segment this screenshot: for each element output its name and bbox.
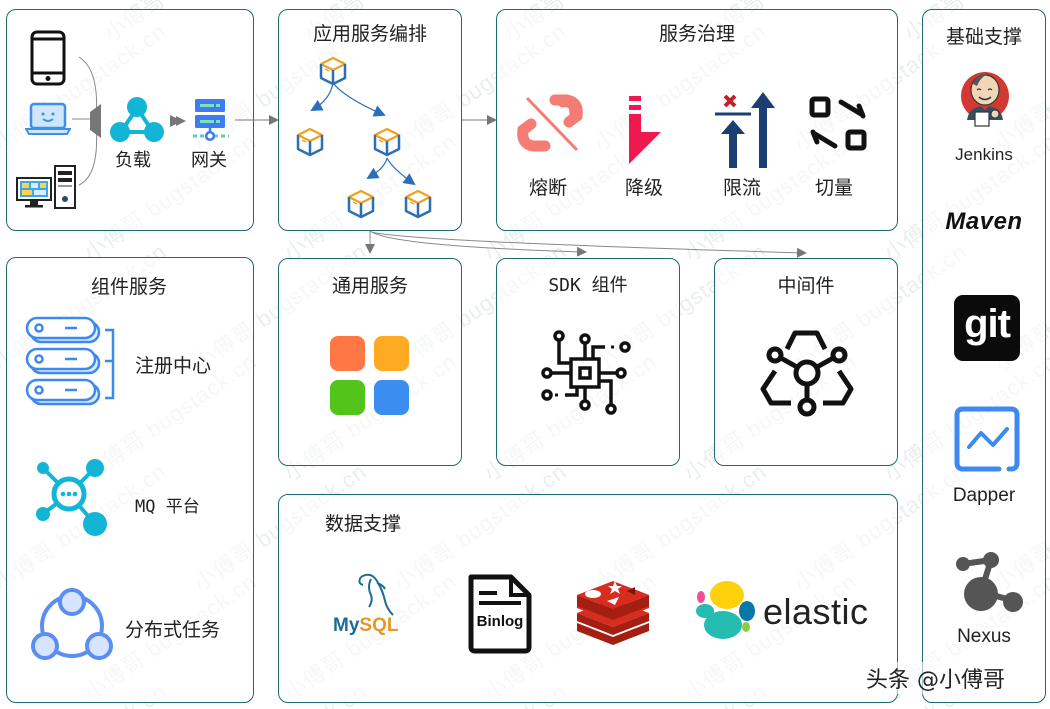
server-stack-icon xyxy=(25,316,125,412)
elastic-wordmark: elastic xyxy=(763,591,869,632)
git-logo-icon: git xyxy=(954,295,1020,361)
infra-title: 基础支撑 xyxy=(945,26,1022,48)
jenkins-logo-icon xyxy=(959,68,1011,130)
governance-label-fuse: 熔断 xyxy=(529,177,568,199)
data-support-title: 数据支撑 xyxy=(325,513,402,535)
middleware-hub-icon xyxy=(759,327,855,423)
components-title: 组件服务 xyxy=(90,276,167,298)
downgrade-arrow-icon xyxy=(625,94,665,166)
load-balancer-icon xyxy=(109,96,165,144)
grid-tile-yellow xyxy=(374,336,409,371)
components-label-registry: 注册中心 xyxy=(135,355,212,377)
mysql-logo-icon: MySQL xyxy=(331,571,421,643)
binlog-label: Binlog xyxy=(476,613,524,630)
mysql-sql-text: SQL xyxy=(359,615,399,636)
governance-label-degrade: 降级 xyxy=(625,177,664,199)
chip-circuit-icon xyxy=(541,329,633,419)
infra-label-jenkins: Jenkins xyxy=(955,145,1013,164)
grid-tile-green xyxy=(330,380,365,415)
mq-label-text: MQ 平台 xyxy=(135,497,200,517)
load-balancer-label: 负载 xyxy=(115,150,151,171)
mobile-phone-icon xyxy=(29,30,67,86)
sdk-components-title: SDK 组件 xyxy=(548,275,628,296)
common-services-title: 通用服务 xyxy=(331,275,408,297)
broken-link-icon xyxy=(517,90,583,156)
binlog-file-icon: Binlog xyxy=(465,571,537,655)
grid-tile-blue xyxy=(374,380,409,415)
sdk-components-box: SDK 组件 xyxy=(496,258,680,466)
governance-title: 服务治理 xyxy=(658,23,735,45)
infra-box: 基础支撑 Jenkins Maven git Dapper xyxy=(922,9,1046,703)
laptop-icon xyxy=(25,102,71,136)
components-label-mq: MQ 平台 xyxy=(135,492,200,517)
message-queue-icon xyxy=(33,454,109,538)
entry-box: 负载 网关 xyxy=(6,9,254,231)
infra-label-dapper: Dapper xyxy=(952,485,1016,506)
data-support-box: 数据支撑 MySQL Binlog xyxy=(278,494,898,703)
credit-text: 头条 @小傅哥 xyxy=(866,662,1005,694)
mysql-wordmark: MySQL xyxy=(333,615,398,637)
components-box: 组件服务 注册中心 xyxy=(6,257,254,703)
rate-limit-icon xyxy=(713,90,779,170)
infra-label-nexus: Nexus xyxy=(957,626,1011,647)
middleware-title: 中间件 xyxy=(777,275,835,297)
dapper-monitor-icon xyxy=(953,405,1021,473)
gateway-icon xyxy=(193,98,229,142)
distributed-nodes-icon xyxy=(29,588,115,664)
orchestration-title: 应用服务编排 xyxy=(312,23,427,45)
traffic-switch-icon xyxy=(809,96,869,154)
components-label-distributed: 分布式任务 xyxy=(125,619,221,641)
governance-label-limit: 限流 xyxy=(723,177,762,199)
governance-box: 服务治理 熔断 降级 限流 xyxy=(496,9,898,231)
desktop-computer-icon xyxy=(15,164,77,210)
nexus-logo-icon xyxy=(953,548,1025,620)
governance-label-switch: 切量 xyxy=(815,177,854,199)
orchestration-box: 应用服务编排 xyxy=(278,9,462,231)
redis-logo-icon xyxy=(575,573,651,645)
app-grid-icon xyxy=(330,336,410,416)
orchestration-to-services-connectors xyxy=(365,230,807,258)
middleware-box: 中间件 xyxy=(714,258,898,466)
gateway-label: 网关 xyxy=(191,150,227,171)
elastic-logo-icon xyxy=(695,581,755,641)
grid-tile-orange xyxy=(330,336,365,371)
maven-logo-icon: Maven xyxy=(945,208,1023,235)
git-logo-text: git xyxy=(964,302,1011,346)
mysql-my-text: My xyxy=(333,615,360,636)
common-services-box: 通用服务 xyxy=(278,258,462,466)
